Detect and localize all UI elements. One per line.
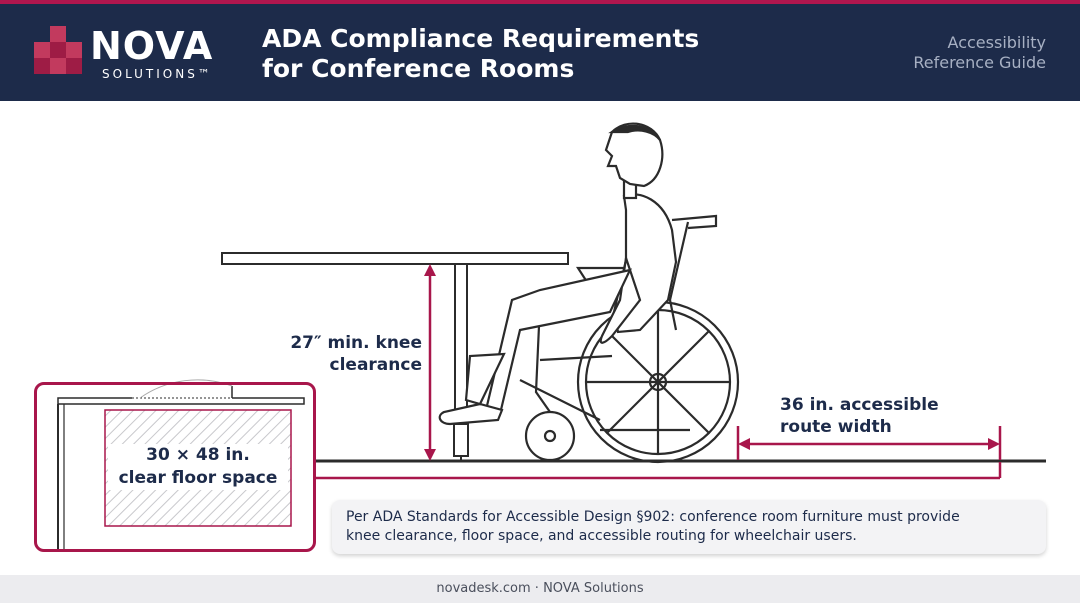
page-title-line-2: for Conference Rooms [262, 54, 575, 83]
top-accent-bar [0, 0, 1080, 4]
logo-subtitle: SOLUTIONS™ [102, 67, 213, 81]
knee-clearance-label: 27″ min. knee clearance [262, 332, 422, 376]
footer: novadesk.com · NOVA Solutions [0, 575, 1080, 603]
ada-standards-note-line-2: knee clearance, floor space, and accessi… [346, 528, 857, 544]
route-width-label: 36 in. accessible route width [780, 394, 939, 438]
knee-clearance-arrow [424, 264, 436, 461]
route-width-dimension [316, 426, 1002, 480]
route-width-label-line-1: 36 in. accessible [780, 395, 939, 415]
ada-standards-note: Per ADA Standards for Accessible Design … [332, 500, 1046, 554]
ada-standards-note-line-1: Per ADA Standards for Accessible Design … [346, 509, 960, 525]
logo-wordmark: NOVA [90, 24, 214, 68]
floor-space-label-line-2: clear floor space [118, 468, 278, 488]
logo: NOVA SOLUTIONS™ [32, 24, 232, 86]
floor-space-label-line-1: 30 × 48 in. [146, 445, 250, 465]
guide-tagline-line-2: Reference Guide [913, 53, 1046, 72]
guide-tagline: Accessibility Reference Guide [913, 33, 1046, 73]
seated-person-illustration [438, 122, 678, 426]
floor-space-panel [34, 382, 316, 552]
page-title: ADA Compliance Requirements for Conferen… [262, 24, 762, 84]
footer-text: novadesk.com · NOVA Solutions [436, 581, 644, 596]
logo-cube-icon [34, 26, 82, 74]
knee-clearance-label-line-2: clearance [329, 355, 422, 375]
guide-tagline-line-1: Accessibility [947, 33, 1046, 52]
wheelchair-illustration [519, 214, 740, 464]
conference-table [221, 252, 569, 461]
route-width-label-line-2: route width [780, 417, 892, 437]
floor-space-label: 30 × 48 in. clear floor space [108, 444, 288, 490]
header: NOVA SOLUTIONS™ ADA Compliance Requireme… [0, 4, 1080, 101]
knee-clearance-label-line-1: 27″ min. knee [290, 333, 422, 353]
page-title-line-1: ADA Compliance Requirements [262, 24, 700, 53]
